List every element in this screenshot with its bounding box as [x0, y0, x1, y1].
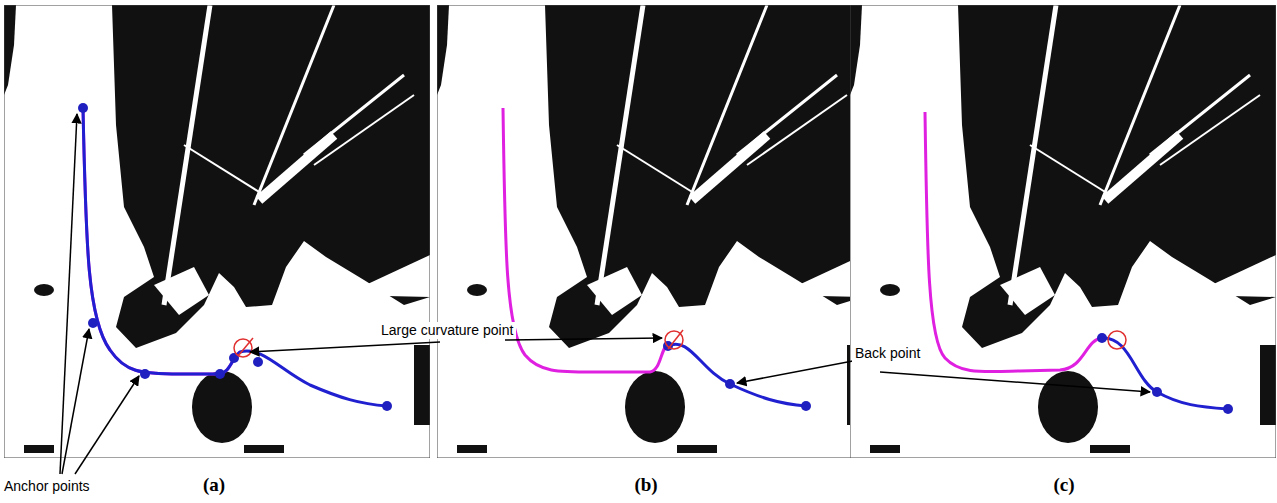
- anchor-dots: [78, 103, 392, 411]
- curvature-marker: [665, 331, 683, 349]
- callout-label: Anchor points: [4, 478, 90, 495]
- binary-image: [850, 5, 1276, 458]
- curvature-marker: [234, 339, 252, 357]
- anchor-dots: [663, 341, 811, 411]
- panel-caption: (b): [634, 476, 657, 493]
- leader-arrows: [60, 114, 1150, 474]
- callout-label: Back point: [852, 345, 923, 362]
- curvature-marker: [1108, 331, 1126, 349]
- panel-caption: (c): [1053, 476, 1074, 493]
- anchor-dots: [1097, 333, 1233, 414]
- binary-image: [437, 5, 863, 458]
- spline-curve: [83, 108, 240, 374]
- panel-caption: (a): [203, 476, 225, 493]
- callout-label: Large curvature point: [378, 322, 516, 339]
- curvature-marker: [238, 338, 253, 356]
- spline-curve: [503, 108, 670, 372]
- binary-image: [4, 5, 430, 458]
- fitted-curve: [83, 108, 387, 406]
- curvature-marker: [668, 330, 683, 349]
- spline-curve: [925, 112, 1102, 372]
- fitted-curve: [668, 344, 806, 406]
